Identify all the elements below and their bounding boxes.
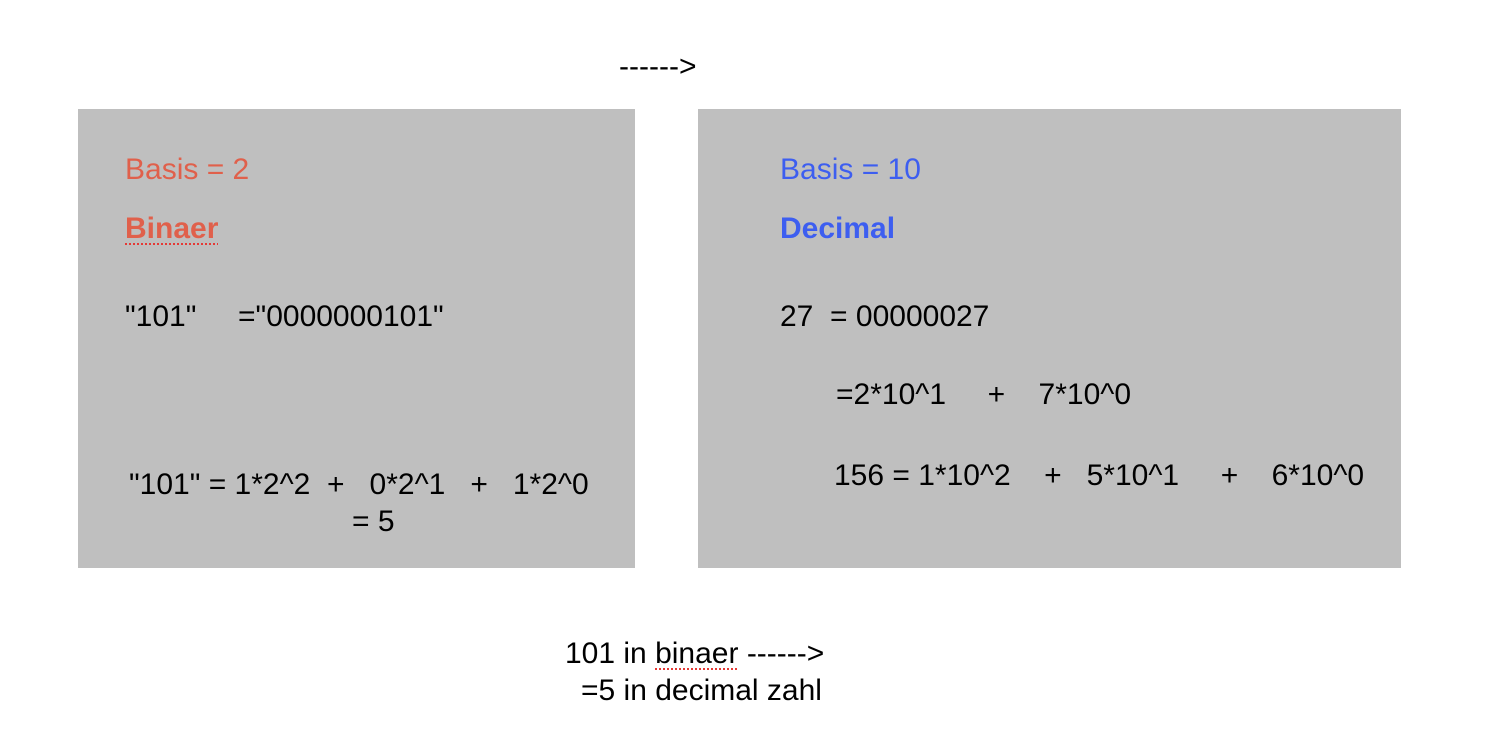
decimal-panel (698, 109, 1401, 568)
footer-line-2: =5 in decimal zahl (581, 674, 822, 707)
top-arrow: ------> (619, 50, 697, 83)
binary-panel (78, 109, 635, 568)
footer-line-1-word: binaer (655, 637, 739, 670)
footer-line-1-suffix: ------> (738, 637, 825, 670)
decimal-expansion-line-27: =2*10^1 + 7*10^0 (836, 378, 1132, 411)
footer-line-1: 101 in binaer ------> (565, 639, 824, 669)
binary-result-line: = 5 (352, 505, 395, 538)
binary-basis-label: Basis = 2 (125, 153, 250, 186)
footer-line-1-prefix: 101 in (565, 637, 656, 670)
binary-title: Binaer (125, 212, 219, 245)
decimal-expansion-line-156: 156 = 1*10^2 + 5*10^1 + 6*10^0 (834, 459, 1365, 492)
decimal-padding-line: 27 = 00000027 (780, 300, 990, 333)
decimal-title: Decimal (780, 212, 896, 245)
binary-padding-line: "101" ="0000000101" (125, 300, 444, 333)
decimal-basis-label: Basis = 10 (780, 153, 921, 186)
binary-expansion-line: "101" = 1*2^2 + 0*2^1 + 1*2^0 (129, 468, 589, 501)
